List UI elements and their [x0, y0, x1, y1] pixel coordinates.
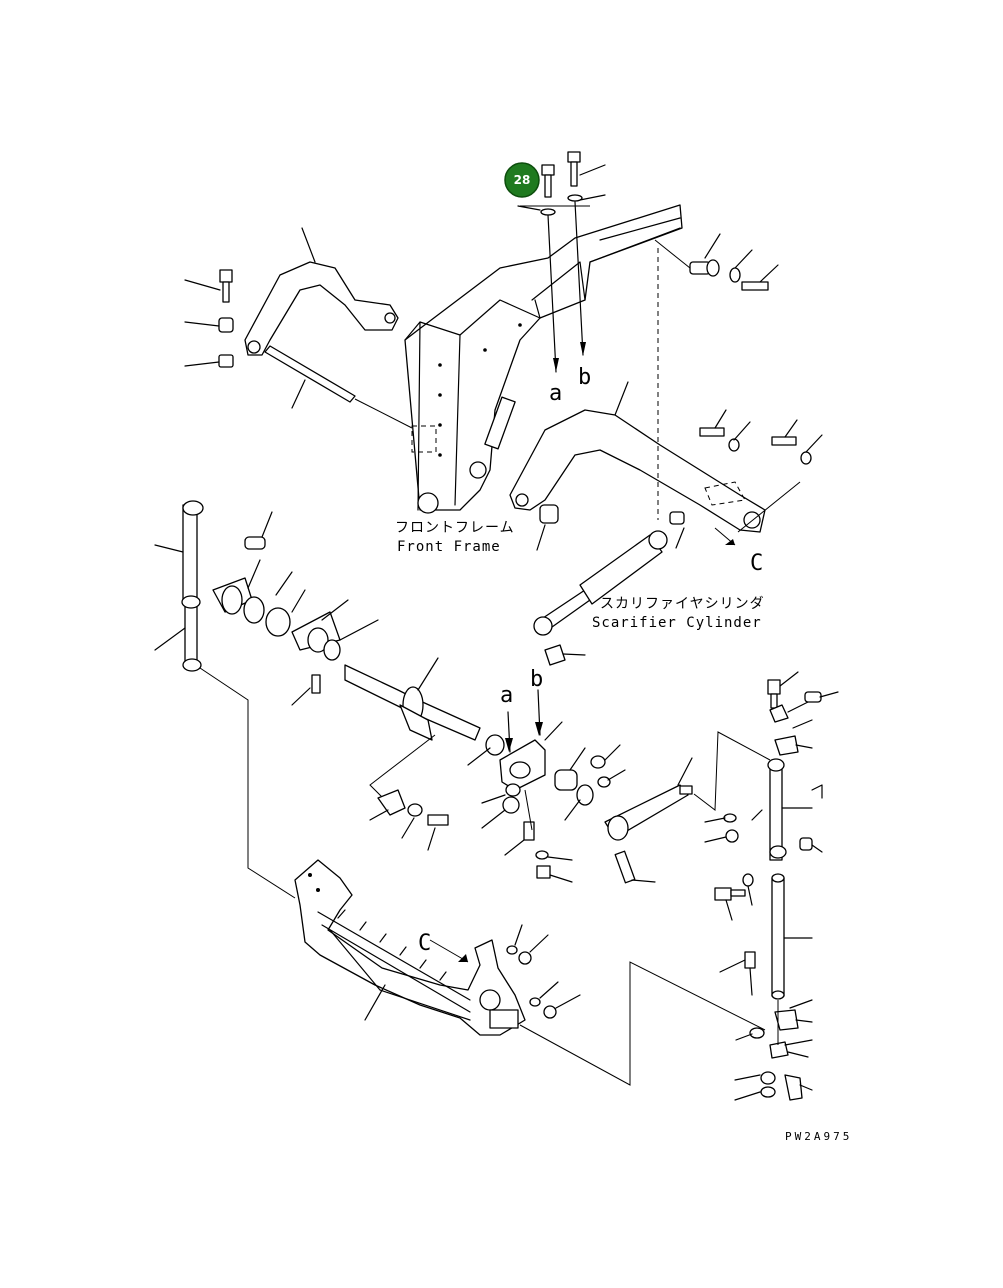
ref-c-lower: C [418, 931, 431, 956]
ref-b-top: b [578, 365, 591, 390]
lower-left-parts [369, 789, 449, 851]
front-frame-label-en: Front Frame [397, 539, 501, 555]
scarifier-frame [294, 859, 766, 1086]
scarifier-cylinder-label-en: Scarifier Cylinder [592, 615, 762, 631]
right-arm [509, 381, 801, 533]
callout-badge[interactable]: 28 [504, 162, 540, 198]
ref-a-top: a [549, 381, 562, 406]
scarifier-cylinder [533, 511, 685, 666]
top-bolts [517, 151, 606, 373]
ref-b-center: b [530, 667, 543, 692]
left-hub-parts [212, 511, 379, 706]
left-vertical-link [154, 500, 296, 899]
front-frame [404, 204, 683, 514]
left-bolt-stack [184, 269, 234, 368]
left-arm [244, 227, 399, 356]
center-right-link [590, 731, 771, 884]
scarifier-cylinder-label-jp: スカリファイヤシリンダ [600, 596, 765, 612]
pin-shaft [264, 345, 413, 429]
ref-a-center: a [500, 683, 513, 708]
callout-circle[interactable] [504, 162, 540, 198]
drawing-code: PW2A975 [785, 1130, 852, 1143]
front-frame-label-jp: フロントフレーム [395, 520, 515, 536]
upper-right-hardware [654, 233, 823, 465]
callout-number: 28 [514, 173, 531, 187]
ref-c-right: C [750, 551, 763, 576]
spline-shaft [344, 657, 481, 801]
center-hub-parts [467, 689, 594, 883]
bushing-right [536, 504, 559, 551]
right-vertical-link [704, 671, 839, 1101]
